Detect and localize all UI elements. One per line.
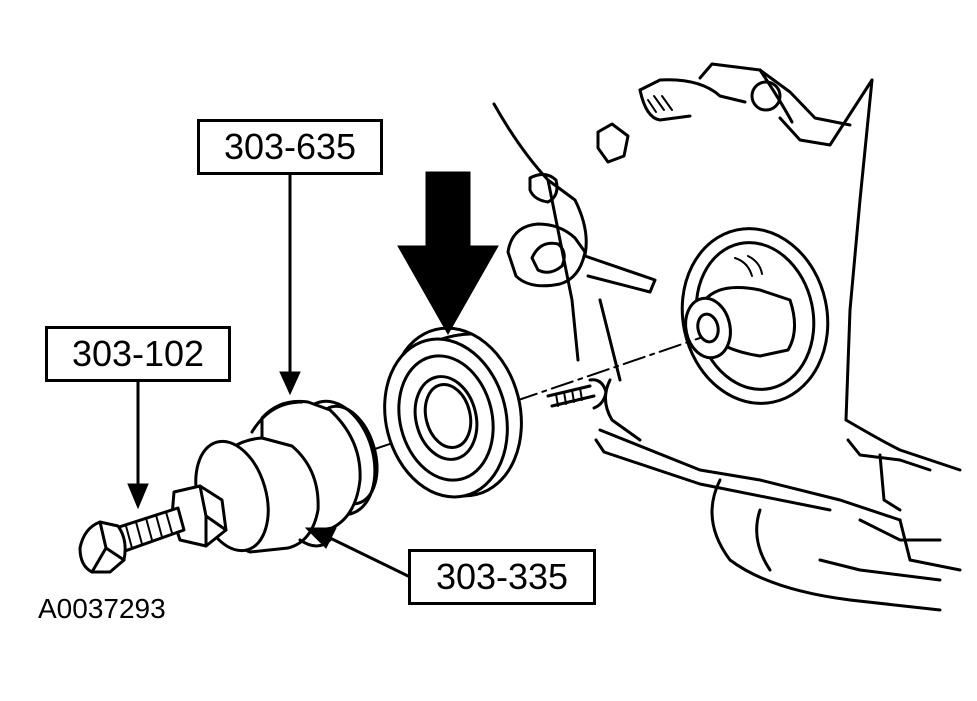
crankshaft-seal — [383, 326, 523, 499]
callout-303-335-text: 303-335 — [435, 556, 569, 597]
callout-303-335: 303-335 — [408, 549, 596, 605]
figure-id-label: A0037293 — [38, 593, 166, 624]
callout-303-635-text: 303-635 — [223, 126, 357, 167]
callout-303-635: 303-635 — [197, 119, 383, 175]
tool-assembly — [78, 399, 379, 574]
crankshaft-pulley-housing — [680, 227, 830, 405]
crankshaft-stud — [546, 378, 608, 410]
install-direction-arrow — [397, 171, 499, 336]
callout-303-102: 303-102 — [45, 326, 231, 382]
callout-303-102-text: 303-102 — [71, 333, 205, 374]
engine-block-outline — [492, 62, 962, 612]
leader-lines — [127, 173, 410, 578]
